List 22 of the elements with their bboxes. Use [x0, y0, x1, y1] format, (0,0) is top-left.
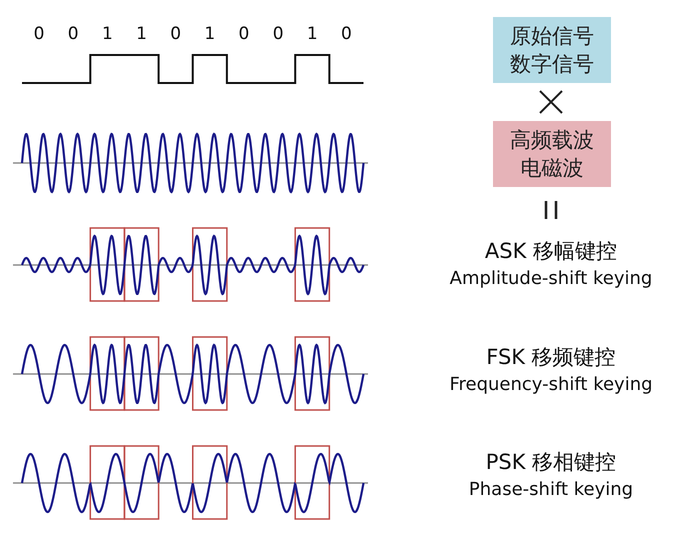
modulation-english-name: Amplitude-shift keying: [450, 268, 652, 289]
box-text: 高频载波: [510, 127, 594, 154]
bit-value: 0: [68, 24, 79, 44]
bit-value: 0: [272, 24, 284, 44]
box-text: 数字信号: [510, 51, 594, 78]
signal-box: [493, 17, 611, 83]
bit-value: 1: [102, 24, 113, 44]
modulation-name: FSK 移频键控: [486, 344, 616, 371]
modulation-english-name: Frequency-shift keying: [449, 374, 653, 395]
box-text: 电磁波: [520, 155, 584, 182]
modulation-name: PSK 移相键控: [486, 449, 616, 476]
modulation-name: ASK 移幅键控: [484, 238, 618, 265]
bit-value: 1: [204, 24, 216, 44]
bit-value: 0: [238, 24, 250, 44]
bit-value: 0: [341, 24, 352, 44]
bit-value: 0: [34, 24, 44, 44]
bit-value: 1: [136, 24, 147, 44]
signal-box: [493, 121, 611, 187]
bit-value: 0: [170, 24, 182, 44]
bit-value: 1: [306, 24, 318, 44]
modulation-english-name: Phase-shift keying: [468, 479, 634, 500]
box-text: 原始信号: [510, 23, 594, 50]
